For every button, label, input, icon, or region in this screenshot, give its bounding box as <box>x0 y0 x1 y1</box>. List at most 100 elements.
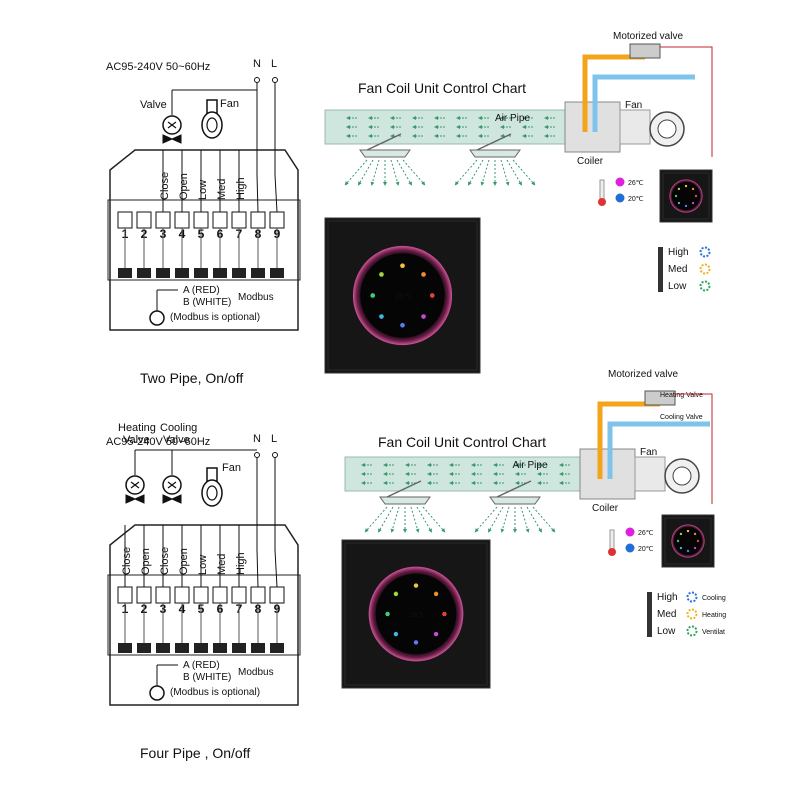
four-pipe-panel: AC95-240V 50~60HzNL123456789CloseOpenClo… <box>106 369 726 761</box>
terminal-function-label: Med <box>216 179 228 200</box>
live-label: L <box>271 58 277 70</box>
supply-air-arrow <box>344 159 368 186</box>
terminal-contact <box>213 268 227 278</box>
damper <box>476 133 512 151</box>
terminal-screw-icon <box>193 586 209 604</box>
supply-air-arrow <box>357 159 374 186</box>
mode-dot-icon <box>379 272 384 277</box>
mode-dot-icon <box>696 539 700 543</box>
hot-temperature: 26℃ <box>638 530 654 537</box>
mode-icon <box>699 263 711 275</box>
fan-blade-icon <box>206 485 218 501</box>
supply-air-arrow <box>512 159 536 186</box>
thermometer-icon <box>599 179 605 201</box>
fan-speed-label: Low <box>668 281 687 292</box>
control-signal-wire <box>675 393 713 504</box>
hot-indicator-icon <box>625 527 635 537</box>
mode-icon <box>686 591 698 603</box>
neutral-wire <box>256 174 259 213</box>
terminal-contact <box>118 268 132 278</box>
terminal-contact <box>270 268 284 278</box>
fan-blade-icon <box>206 117 218 133</box>
air-pipe-label: Air Pipe <box>495 113 530 124</box>
panel-caption: Four Pipe , On/off <box>140 745 250 761</box>
mode-dot-icon <box>421 272 426 277</box>
terminal-contact <box>213 643 227 653</box>
terminal-contact <box>156 268 170 278</box>
terminal-screw-icon <box>174 586 190 604</box>
mode-dot-icon <box>413 640 419 645</box>
terminal-screw-icon <box>212 211 228 229</box>
supply-air-arrow <box>500 506 510 533</box>
supply-air-arrow <box>500 159 510 186</box>
terminal-function-label: Low <box>197 180 209 200</box>
mode-label: Heating <box>702 612 726 619</box>
terminal-function-label: Low <box>197 555 209 575</box>
mode-icon <box>699 246 711 258</box>
fan-label: Fan <box>220 98 239 110</box>
motorized-valve-icon <box>629 43 661 59</box>
mini-thermostat-bezel <box>662 172 710 220</box>
terminal-function-label: Close <box>159 172 171 200</box>
hot-water-pipe <box>597 401 660 479</box>
fan-housing <box>619 109 651 145</box>
speed-bar <box>658 247 663 292</box>
terminal-screw-icon <box>269 586 285 604</box>
mode-dot-icon <box>393 631 399 637</box>
thermometer-bulb-icon <box>598 198 606 206</box>
supply-air-arrow <box>377 506 394 533</box>
terminal-function-label: Close <box>159 547 171 575</box>
thermostat-panel-bezel <box>327 220 478 371</box>
cooling-valve-tag: Cooling Valve <box>660 414 703 421</box>
thermostat-housing <box>109 149 299 331</box>
terminal-screw-icon <box>250 586 266 604</box>
fan-speed-label: Med <box>657 609 676 620</box>
damper <box>496 480 532 498</box>
supply-air-arrow <box>370 159 380 186</box>
live-label: L <box>271 433 277 445</box>
mode-dot-icon <box>442 611 447 617</box>
thermometer-bulb-icon <box>608 548 616 556</box>
mode-dot-icon <box>684 204 688 208</box>
chart-fan-label: Fan <box>625 100 642 111</box>
panel-caption: Two Pipe, On/off <box>140 370 243 386</box>
valve-body-icon <box>125 494 145 504</box>
mode-dot-icon <box>686 549 690 553</box>
terminal-function-label: High <box>235 552 247 575</box>
mode-dot-icon <box>693 546 697 550</box>
terminal-screw-icon <box>136 586 152 604</box>
mode-dot-icon <box>679 532 683 536</box>
terminal-screw-icon <box>117 211 133 229</box>
terminal-contact <box>251 268 265 278</box>
mode-dot-icon <box>686 529 690 533</box>
damper <box>386 480 422 498</box>
thermostat-panel-temperature: 28.5 <box>409 610 423 619</box>
terminal-contact <box>232 268 246 278</box>
terminal-function-label: Med <box>216 554 228 575</box>
terminal-contact <box>251 643 265 653</box>
supply-air-arrow <box>487 506 504 533</box>
valve-motor-mark <box>167 481 177 489</box>
valve-label: Valve <box>140 99 167 111</box>
mode-dot-icon <box>433 631 439 637</box>
terminal-contact <box>232 643 246 653</box>
air-pipe-label: Air Pipe <box>513 460 548 471</box>
mode-dot-icon <box>370 293 376 298</box>
mode-dot-icon <box>677 201 681 205</box>
live-wire <box>274 549 278 588</box>
terminal-contact <box>194 268 208 278</box>
supply-air-arrow <box>520 506 530 533</box>
terminal-screw-icon <box>231 586 247 604</box>
mode-dot-icon <box>433 591 439 597</box>
terminal-screw-icon <box>212 586 228 604</box>
live-wire <box>274 174 278 213</box>
cold-temperature: 20℃ <box>638 546 654 553</box>
valve-body-icon <box>162 134 182 144</box>
mode-dot-icon <box>393 591 399 597</box>
valve-motor-mark <box>130 481 140 489</box>
mode-dot-icon <box>413 583 419 588</box>
mode-dot-icon <box>400 263 405 269</box>
heating-valve-label: Heating <box>118 422 156 434</box>
live-terminal-icon <box>272 77 278 83</box>
